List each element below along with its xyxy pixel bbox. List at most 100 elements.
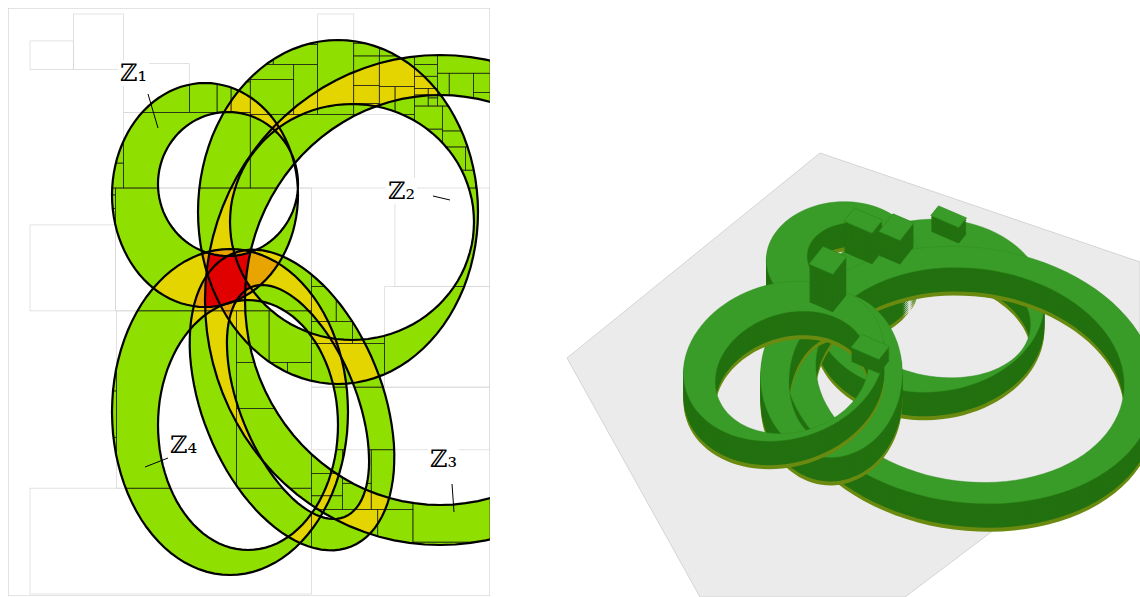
paving-box <box>414 36 421 49</box>
grid-cell <box>30 225 116 311</box>
overlap-fill <box>190 250 395 551</box>
ring-fill <box>190 250 395 551</box>
paving-box <box>476 160 490 179</box>
paving-box <box>250 79 293 114</box>
paving-box <box>414 106 442 129</box>
overlap-clip <box>190 250 395 551</box>
paving-box <box>399 35 415 56</box>
paving-box <box>378 547 413 565</box>
paving-box <box>73 14 123 69</box>
paving-box <box>76 98 92 111</box>
paving-box <box>433 14 450 37</box>
paving-box <box>414 23 432 36</box>
overlap-clip <box>190 250 395 551</box>
paving-box <box>89 311 117 338</box>
paving-box <box>311 287 336 322</box>
paving-box <box>30 14 48 41</box>
paving-box <box>311 509 377 594</box>
grid-cell <box>30 41 73 69</box>
paving-box <box>68 205 76 225</box>
block-top <box>879 214 914 241</box>
extrusion-view <box>567 153 1140 597</box>
paving-box <box>30 458 53 488</box>
ring-outline <box>190 250 395 551</box>
paving-panel <box>8 8 490 596</box>
tall-block <box>844 208 883 264</box>
paving-box <box>480 35 490 42</box>
paving-box <box>311 264 338 287</box>
paving-box <box>93 458 117 488</box>
paving-box <box>30 69 44 96</box>
paving-box <box>422 36 433 49</box>
paving-box <box>486 147 490 160</box>
paving-box <box>364 267 394 287</box>
overlap-fill <box>190 250 395 551</box>
overlap-fill <box>190 250 395 551</box>
paving-box <box>241 32 250 48</box>
paving-box <box>294 65 318 115</box>
zone-label: ℤ₃ <box>428 446 459 472</box>
paving-box <box>89 363 117 391</box>
tall-block <box>879 214 914 265</box>
overlap-clip <box>190 250 395 551</box>
paving-box <box>394 14 415 35</box>
paving-box <box>30 311 89 391</box>
paving-box <box>48 24 60 41</box>
paving-box <box>414 162 434 175</box>
leader-line <box>433 196 450 200</box>
paving-box <box>229 65 251 82</box>
overlap-clip <box>190 250 395 551</box>
paving-box <box>82 437 117 458</box>
paving-box <box>458 479 469 497</box>
overlap-fill <box>190 250 395 551</box>
paving-box <box>449 37 465 49</box>
paving-box <box>480 42 490 49</box>
paving-box <box>76 188 87 203</box>
leader-line <box>148 94 158 128</box>
paving-box <box>435 179 448 188</box>
block-top <box>809 247 847 275</box>
paving-box <box>353 287 385 344</box>
paving-box <box>53 188 63 205</box>
ring-top <box>644 254 923 468</box>
paving-box <box>433 37 449 49</box>
paving-box <box>378 565 392 594</box>
overlap-clip <box>190 250 395 551</box>
grid-cell <box>73 14 123 69</box>
paving-box <box>30 188 38 202</box>
paving-box <box>414 176 434 188</box>
paving-box <box>124 36 155 49</box>
block-top <box>931 206 967 228</box>
paving-box <box>414 129 426 140</box>
paving-box <box>476 147 486 160</box>
paving-box <box>484 131 490 147</box>
paving-box <box>469 479 490 497</box>
paving-box <box>88 163 110 179</box>
paving-box <box>449 73 473 106</box>
overlap-clip <box>190 250 395 551</box>
paving-box <box>443 131 474 147</box>
paving-box <box>379 56 414 87</box>
paving-box <box>30 225 116 311</box>
overlap-fill <box>190 250 395 551</box>
paving-box <box>30 133 54 188</box>
paving-box <box>437 49 490 73</box>
paving-box <box>124 14 155 36</box>
overlap-fill <box>190 250 395 551</box>
overlap-fill <box>190 250 395 551</box>
leaders <box>145 94 454 512</box>
paving-box <box>473 106 490 131</box>
paving-box <box>88 133 123 163</box>
paving-box <box>54 170 70 188</box>
overlap-clip <box>190 250 395 551</box>
paving-box <box>38 188 53 202</box>
overlap-clip <box>190 250 395 551</box>
paving-box <box>70 170 88 188</box>
paving-box <box>414 88 428 95</box>
paving-box <box>53 458 76 488</box>
box-paving <box>30 14 490 594</box>
paving-box <box>59 24 73 41</box>
paving-box <box>364 245 394 266</box>
paving-box <box>450 14 465 37</box>
